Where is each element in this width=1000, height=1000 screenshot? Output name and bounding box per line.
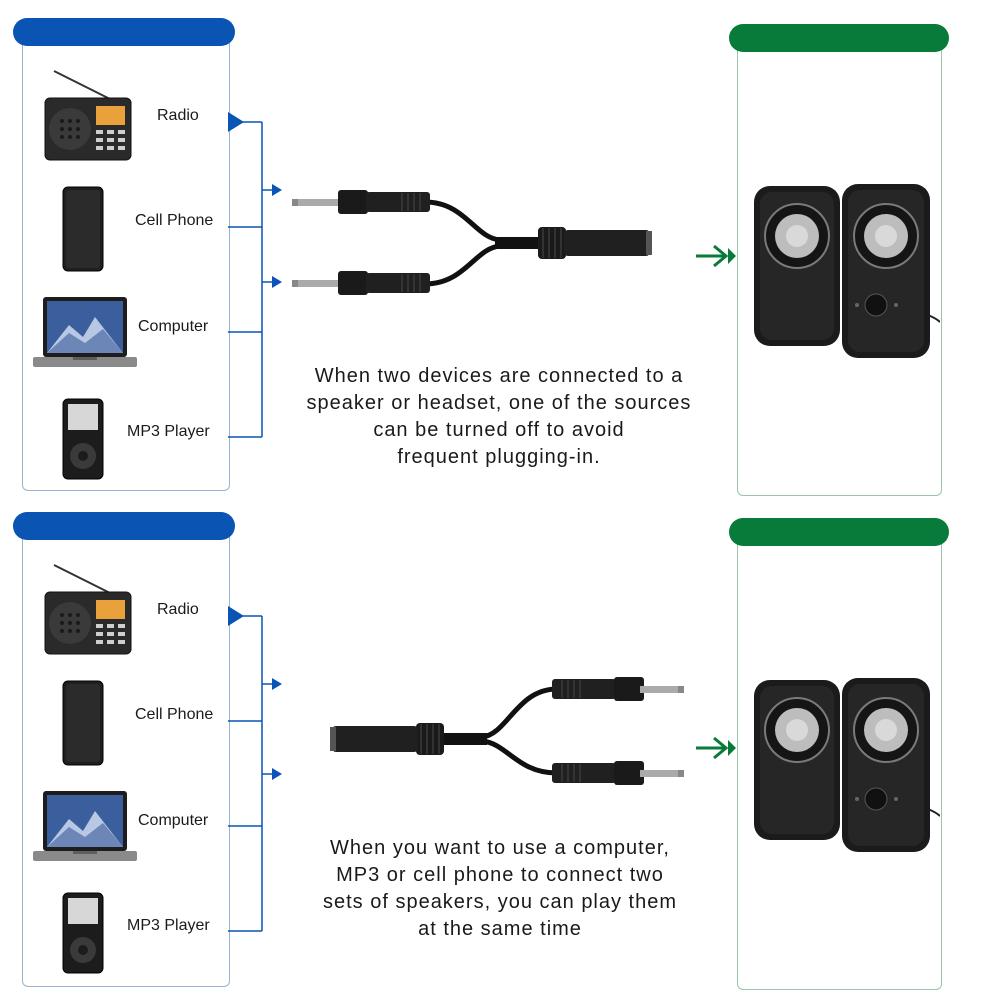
arrow-right-icon xyxy=(272,678,282,690)
device-label-cell-phone: Cell Phone xyxy=(135,706,214,723)
output-header-bar xyxy=(729,518,949,546)
radio-icon xyxy=(44,70,132,161)
caption-line: sets of speakers, you can play them xyxy=(322,891,678,913)
caption-line: When you want to use a computer, xyxy=(330,837,670,859)
y-splitter-socket-to-two-plugs-icon xyxy=(330,677,684,785)
source-header-bar xyxy=(13,512,235,540)
caption-line: MP3 or cell phone to connect two xyxy=(336,864,664,886)
device-label-computer: Computer xyxy=(138,318,209,335)
pointer-arrow-icon xyxy=(228,606,244,626)
arrow-right-icon xyxy=(272,184,282,196)
speakers-icon xyxy=(754,184,940,358)
panel-2: Radio Cell Phone Computer MP3 Player xyxy=(0,494,1000,1000)
caption-line: can be turned off to avoid xyxy=(373,419,625,441)
arrow-right-icon xyxy=(272,768,282,780)
connector-lines xyxy=(228,606,282,932)
speakers-icon xyxy=(754,678,940,852)
caption: When you want to use a computer, MP3 or … xyxy=(265,835,735,943)
cell-phone-icon xyxy=(62,186,104,272)
y-splitter-two-plugs-to-socket-icon xyxy=(292,190,652,295)
device-label-computer: Computer xyxy=(138,812,209,829)
device-label-radio: Radio xyxy=(157,107,199,124)
source-header-bar xyxy=(13,18,235,46)
device-label-mp3-player: MP3 Player xyxy=(127,423,210,440)
arrow-right-icon xyxy=(696,244,736,268)
arrow-right-icon xyxy=(272,276,282,288)
output-header-bar xyxy=(729,24,949,52)
mp3-player-icon xyxy=(62,398,104,480)
radio-icon xyxy=(44,564,132,655)
caption-line: speaker or headset, one of the sources xyxy=(306,392,692,414)
arrow-right-icon xyxy=(696,736,736,760)
caption-line: at the same time xyxy=(418,918,582,940)
panel-1: Radio Cell Phone Computer MP3 Player xyxy=(13,18,949,496)
caption: When two devices are connected to a spea… xyxy=(264,363,734,471)
mp3-player-icon xyxy=(62,892,104,974)
device-label-mp3-player: MP3 Player xyxy=(127,917,210,934)
device-label-radio: Radio xyxy=(157,601,199,618)
device-label-cell-phone: Cell Phone xyxy=(135,212,214,229)
caption-line: When two devices are connected to a xyxy=(314,365,684,387)
pointer-arrow-icon xyxy=(228,112,244,132)
laptop-icon xyxy=(33,297,137,367)
laptop-icon xyxy=(33,791,137,861)
caption-line: frequent plugging-in. xyxy=(397,446,601,468)
connector-lines xyxy=(228,112,282,438)
cell-phone-icon xyxy=(62,680,104,766)
